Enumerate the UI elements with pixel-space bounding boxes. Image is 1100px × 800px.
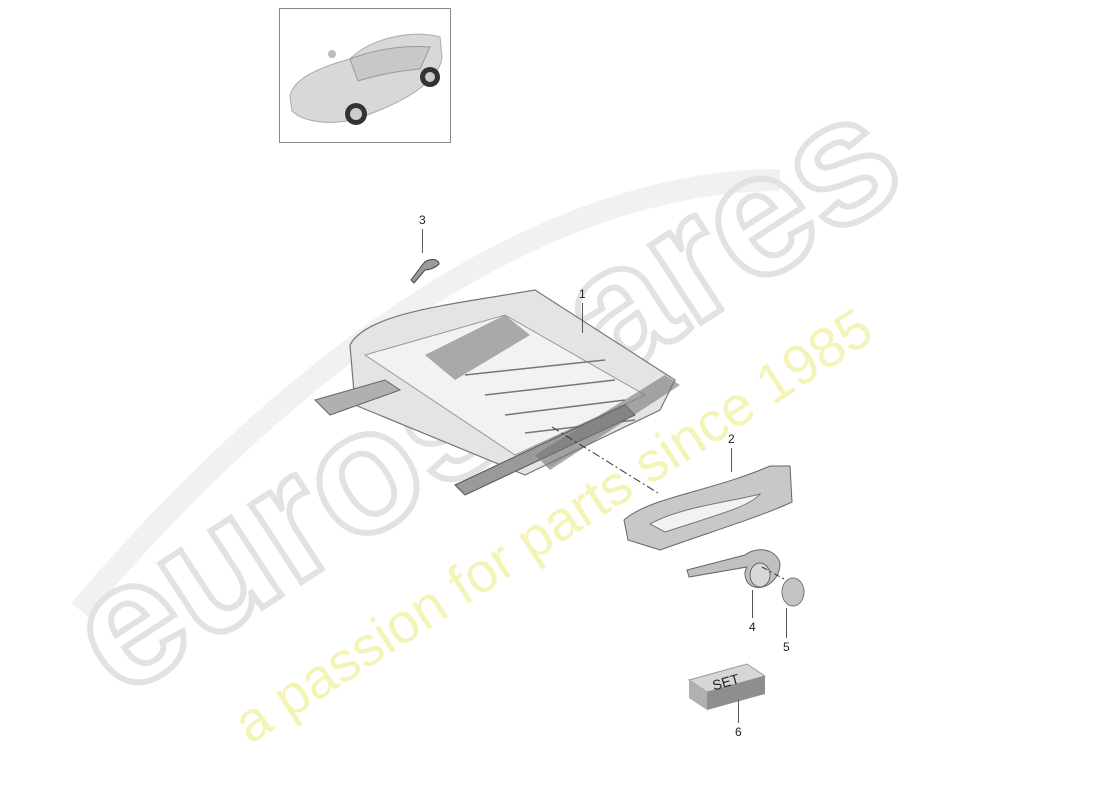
callout-4[interactable]: 4 — [749, 620, 756, 634]
leader-line-3 — [422, 229, 423, 253]
leader-line-2 — [731, 448, 732, 472]
part-5-cap — [781, 577, 805, 607]
vehicle-thumbnail — [279, 8, 451, 143]
part-1-seat-frame — [314, 289, 680, 496]
leader-line-1 — [582, 303, 583, 333]
leader-line-6 — [738, 700, 739, 723]
callout-3[interactable]: 3 — [419, 213, 426, 227]
callout-2[interactable]: 2 — [728, 432, 735, 446]
part-6-set-box: SET — [687, 663, 767, 710]
part-2-trim-panel — [623, 465, 793, 551]
leader-line-5 — [786, 608, 787, 638]
part-3-bracket — [410, 259, 440, 284]
callout-5[interactable]: 5 — [783, 640, 790, 654]
set-label: SET — [710, 670, 741, 693]
leader-line-4 — [752, 590, 753, 618]
car-icon — [289, 33, 443, 125]
callout-1[interactable]: 1 — [579, 287, 586, 301]
callout-6[interactable]: 6 — [735, 725, 742, 739]
assembly-line — [551, 426, 659, 494]
